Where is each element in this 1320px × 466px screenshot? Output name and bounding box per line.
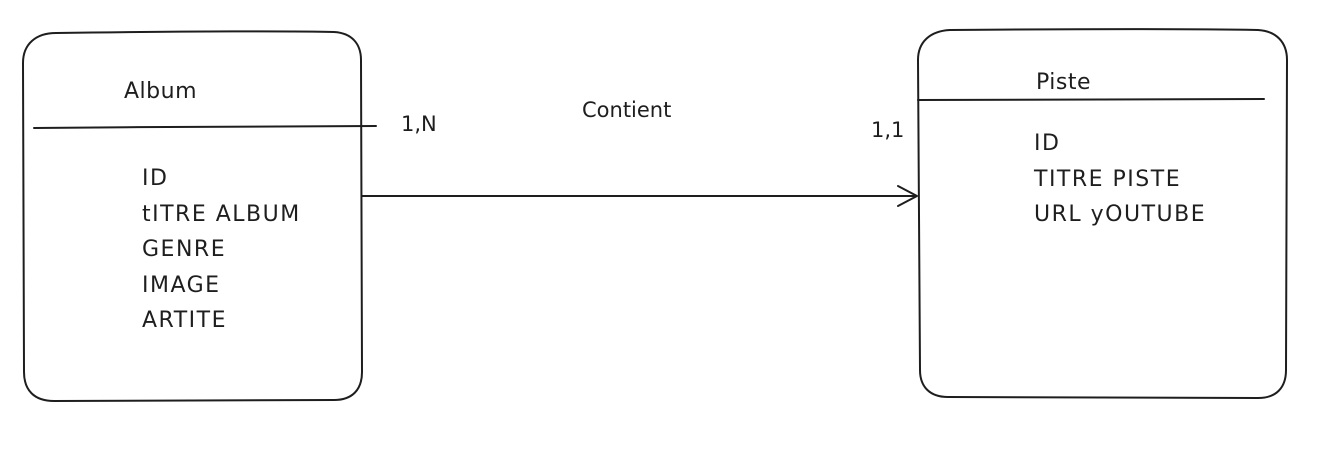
piste-attribute: TITRE PISTE bbox=[1034, 166, 1182, 192]
piste-attribute: ID bbox=[1034, 131, 1061, 156]
piste-entity-title: Piste bbox=[1036, 70, 1092, 95]
relationship-name: Contient bbox=[582, 98, 672, 122]
piste-attribute-list: ID TITRE PISTE URL yOUTUBE bbox=[1034, 126, 1206, 233]
cardinality-target: 1,1 bbox=[871, 118, 905, 142]
album-header-divider bbox=[33, 125, 377, 129]
piste-header-divider bbox=[917, 98, 1265, 101]
album-entity-box[interactable] bbox=[22, 30, 363, 402]
piste-entity-box[interactable] bbox=[917, 28, 1288, 399]
album-attribute: ID bbox=[142, 166, 169, 191]
album-attribute: ARTITE bbox=[142, 308, 228, 333]
album-attribute-list: ID tITRE ALBUM GENRE IMAGE ARTITE bbox=[142, 161, 301, 339]
album-attribute: GENRE bbox=[142, 237, 227, 262]
album-attribute: tITRE ALBUM bbox=[142, 201, 301, 227]
relationship-arrowhead bbox=[897, 185, 918, 207]
piste-attribute: URL yOUTUBE bbox=[1034, 202, 1207, 227]
album-entity-title: Album bbox=[124, 79, 198, 104]
album-attribute: IMAGE bbox=[142, 272, 221, 298]
cardinality-source: 1,N bbox=[401, 112, 437, 136]
